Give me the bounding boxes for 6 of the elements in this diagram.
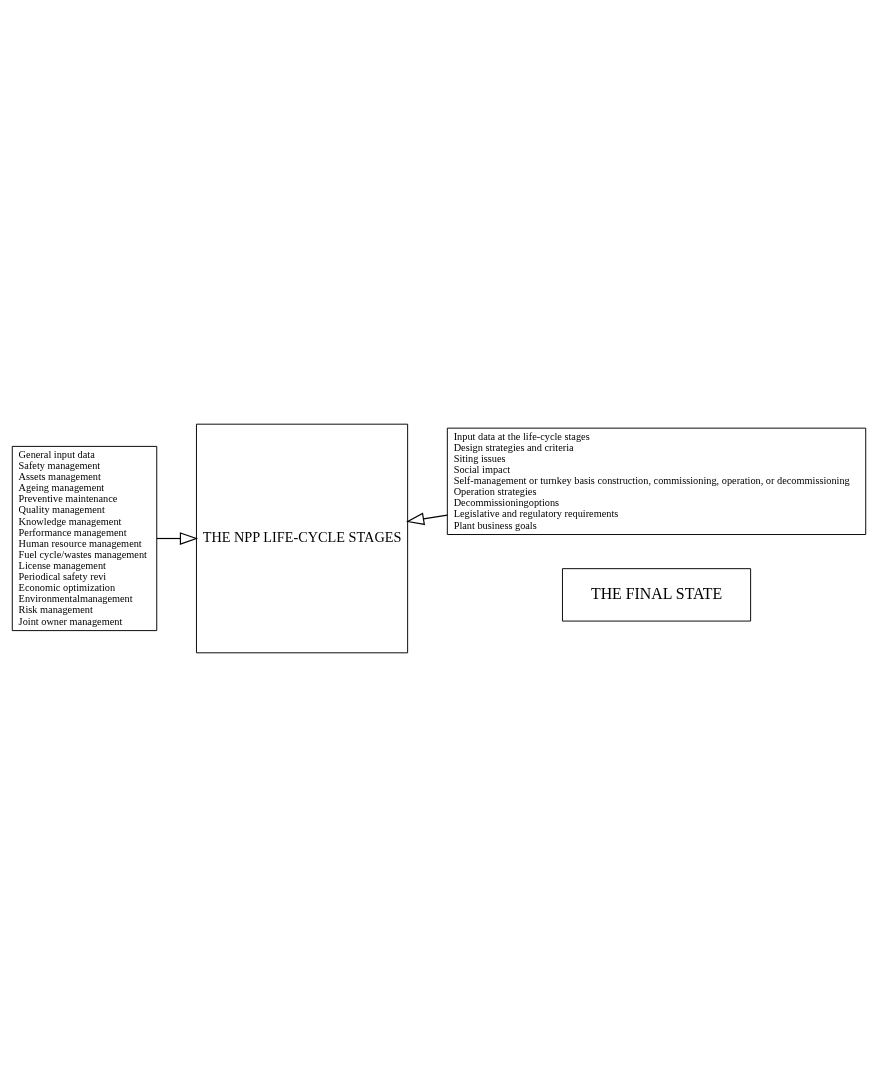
arrow bbox=[156, 532, 199, 545]
arrow bbox=[406, 512, 448, 526]
node-box: THE FINAL STATE bbox=[561, 568, 752, 622]
node-box: General input data Safety management Assets management Ageing management Preventive maintenance Quality management Knowledge management Performance management Human resource management Fuel cycle/wastes management License management Periodical safety revi Economic optimization Environmentalmanagement Risk management Joint owner management bbox=[11, 445, 158, 632]
node-box: THE NPP LIFE-CYCLE STAGES bbox=[196, 423, 409, 654]
node-box: Input data at the life-cycle stages Design strategies and criteria Siting issues Social impact Self-management or turnkey basis construction, commissioning, operation, or decommissioning Operation strategies Decommissioningoptions Legislative and regulatory requirements Plant business goals bbox=[446, 427, 867, 535]
